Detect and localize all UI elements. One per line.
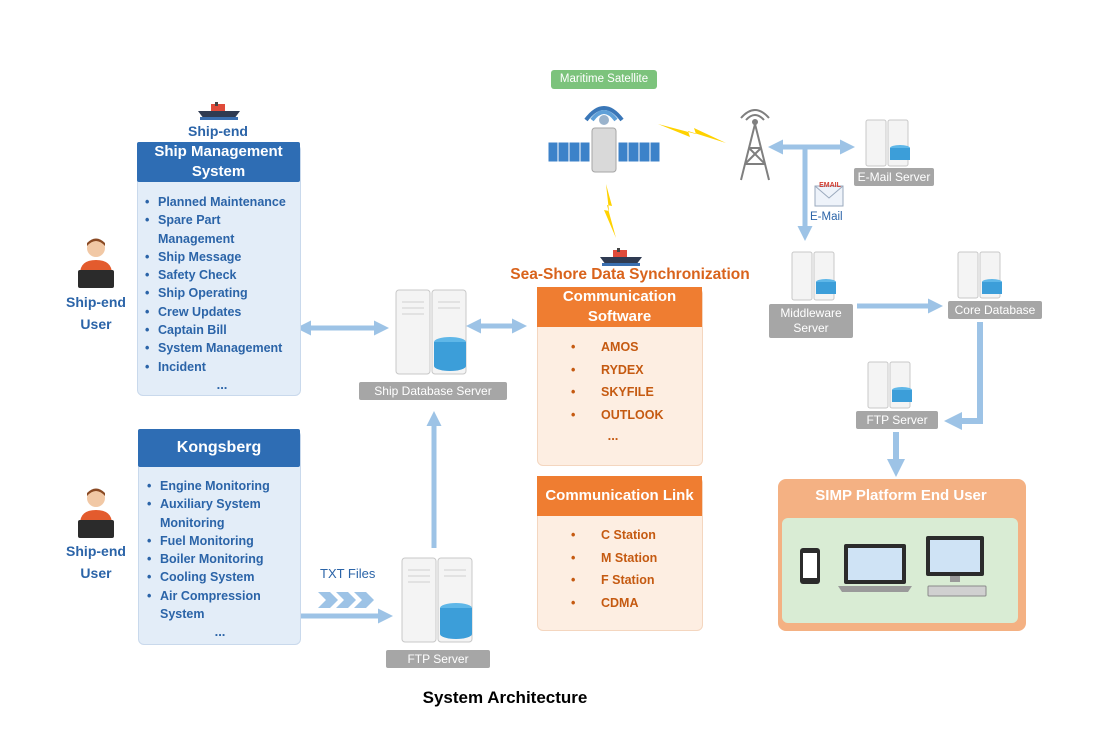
- lightning-satellite-ship: [604, 184, 616, 238]
- user-icon: [78, 488, 114, 538]
- page-caption: System Architecture: [422, 688, 588, 707]
- list-item: CDMA: [571, 592, 701, 615]
- comm-software-list: AMOS RYDEX SKYFILE OUTLOOK: [571, 336, 701, 427]
- list-item: Boiler Monitoring: [147, 550, 299, 569]
- user-icon: [78, 238, 114, 288]
- txt-files-icon: [318, 592, 374, 608]
- txt-files-label: TXT Files: [320, 566, 376, 581]
- email-badge: EMAIL: [819, 182, 841, 189]
- laptop-icon: [838, 544, 912, 592]
- devices-icon: [800, 536, 987, 597]
- sms-title: Ship Management System: [137, 142, 300, 182]
- list-item: System Management: [145, 339, 300, 358]
- sms-list: Planned Maintenance Spare Part Managemen…: [145, 193, 300, 376]
- top-user-label-2: User: [80, 316, 112, 332]
- list-item: Safety Check: [145, 266, 300, 285]
- email-server-label: E-Mail Server: [854, 168, 934, 186]
- ship-icon: [198, 102, 240, 120]
- list-item: Ship Operating: [145, 284, 300, 303]
- ship-icon: [600, 248, 642, 266]
- simp-title: SIMP Platform End User: [815, 487, 987, 504]
- bottom-user-label-1: Ship-end: [66, 543, 126, 559]
- list-item: M Station: [571, 547, 701, 570]
- list-item: Crew Updates: [145, 303, 300, 322]
- middleware-label: Middleware Server: [769, 304, 853, 338]
- ship-db-server-icon: [395, 289, 467, 375]
- ftp-server-icon: [401, 557, 473, 643]
- middleware-label-line1: Middleware: [780, 306, 842, 320]
- kongsberg-more: ...: [214, 624, 226, 639]
- list-item: SKYFILE: [571, 381, 701, 404]
- list-item: Incident: [145, 358, 300, 377]
- email-icon: [814, 185, 844, 207]
- list-item: Captain Bill: [145, 321, 300, 340]
- list-item: Engine Monitoring: [147, 477, 299, 496]
- email-server-icon: [865, 119, 910, 167]
- list-item: Planned Maintenance: [145, 193, 300, 212]
- list-item: Fuel Monitoring: [147, 532, 299, 551]
- list-item: Auxiliary System Monitoring: [147, 495, 299, 532]
- phone-icon: [800, 548, 820, 584]
- list-item: AMOS: [571, 336, 701, 359]
- middleware-server-icon: [791, 251, 836, 301]
- comm-link-list: C Station M Station F Station CDMA: [571, 524, 701, 615]
- email-label: E-Mail: [810, 211, 843, 223]
- core-database-icon: [957, 251, 1002, 299]
- list-item: F Station: [571, 569, 701, 592]
- list-item: Air Compression System: [147, 587, 299, 624]
- sync-title: Sea-Shore Data Synchronization: [510, 266, 750, 283]
- desktop-icon: [926, 536, 987, 597]
- comm-link-title: Communication Link: [537, 476, 702, 516]
- ftp-server-icon: [867, 361, 912, 409]
- list-item: Cooling System: [147, 568, 299, 587]
- list-item: RYDEX: [571, 359, 701, 382]
- ftp-server-label: FTP Server: [386, 650, 490, 668]
- top-user-label-1: Ship-end: [66, 294, 126, 310]
- sms-more: ...: [216, 377, 228, 392]
- middleware-label-line2: Server: [793, 321, 829, 335]
- core-database-label: Core Database: [948, 301, 1042, 319]
- kongsberg-title: Kongsberg: [138, 429, 300, 467]
- bottom-user-label-2: User: [80, 565, 112, 581]
- list-item: OUTLOOK: [571, 404, 701, 427]
- satellite-label: Maritime Satellite: [551, 70, 657, 89]
- list-item: Ship Message: [145, 248, 300, 267]
- antenna-tower-icon: [740, 109, 770, 181]
- satellite-icon: [547, 106, 661, 173]
- comm-software-more: ...: [607, 428, 619, 443]
- comm-software-title: Communication Software: [537, 287, 702, 327]
- ftp-server-shore-label: FTP Server: [856, 411, 938, 429]
- ship-end-label: Ship-end: [188, 123, 248, 139]
- arrow-coredb-ftp: [944, 322, 983, 430]
- lightning-satellite-tower: [658, 124, 726, 143]
- ship-db-server-label: Ship Database Server: [359, 382, 507, 400]
- list-item: Spare Part Management: [145, 211, 300, 248]
- list-item: C Station: [571, 524, 701, 547]
- kongsberg-list: Engine Monitoring Auxiliary System Monit…: [147, 477, 299, 623]
